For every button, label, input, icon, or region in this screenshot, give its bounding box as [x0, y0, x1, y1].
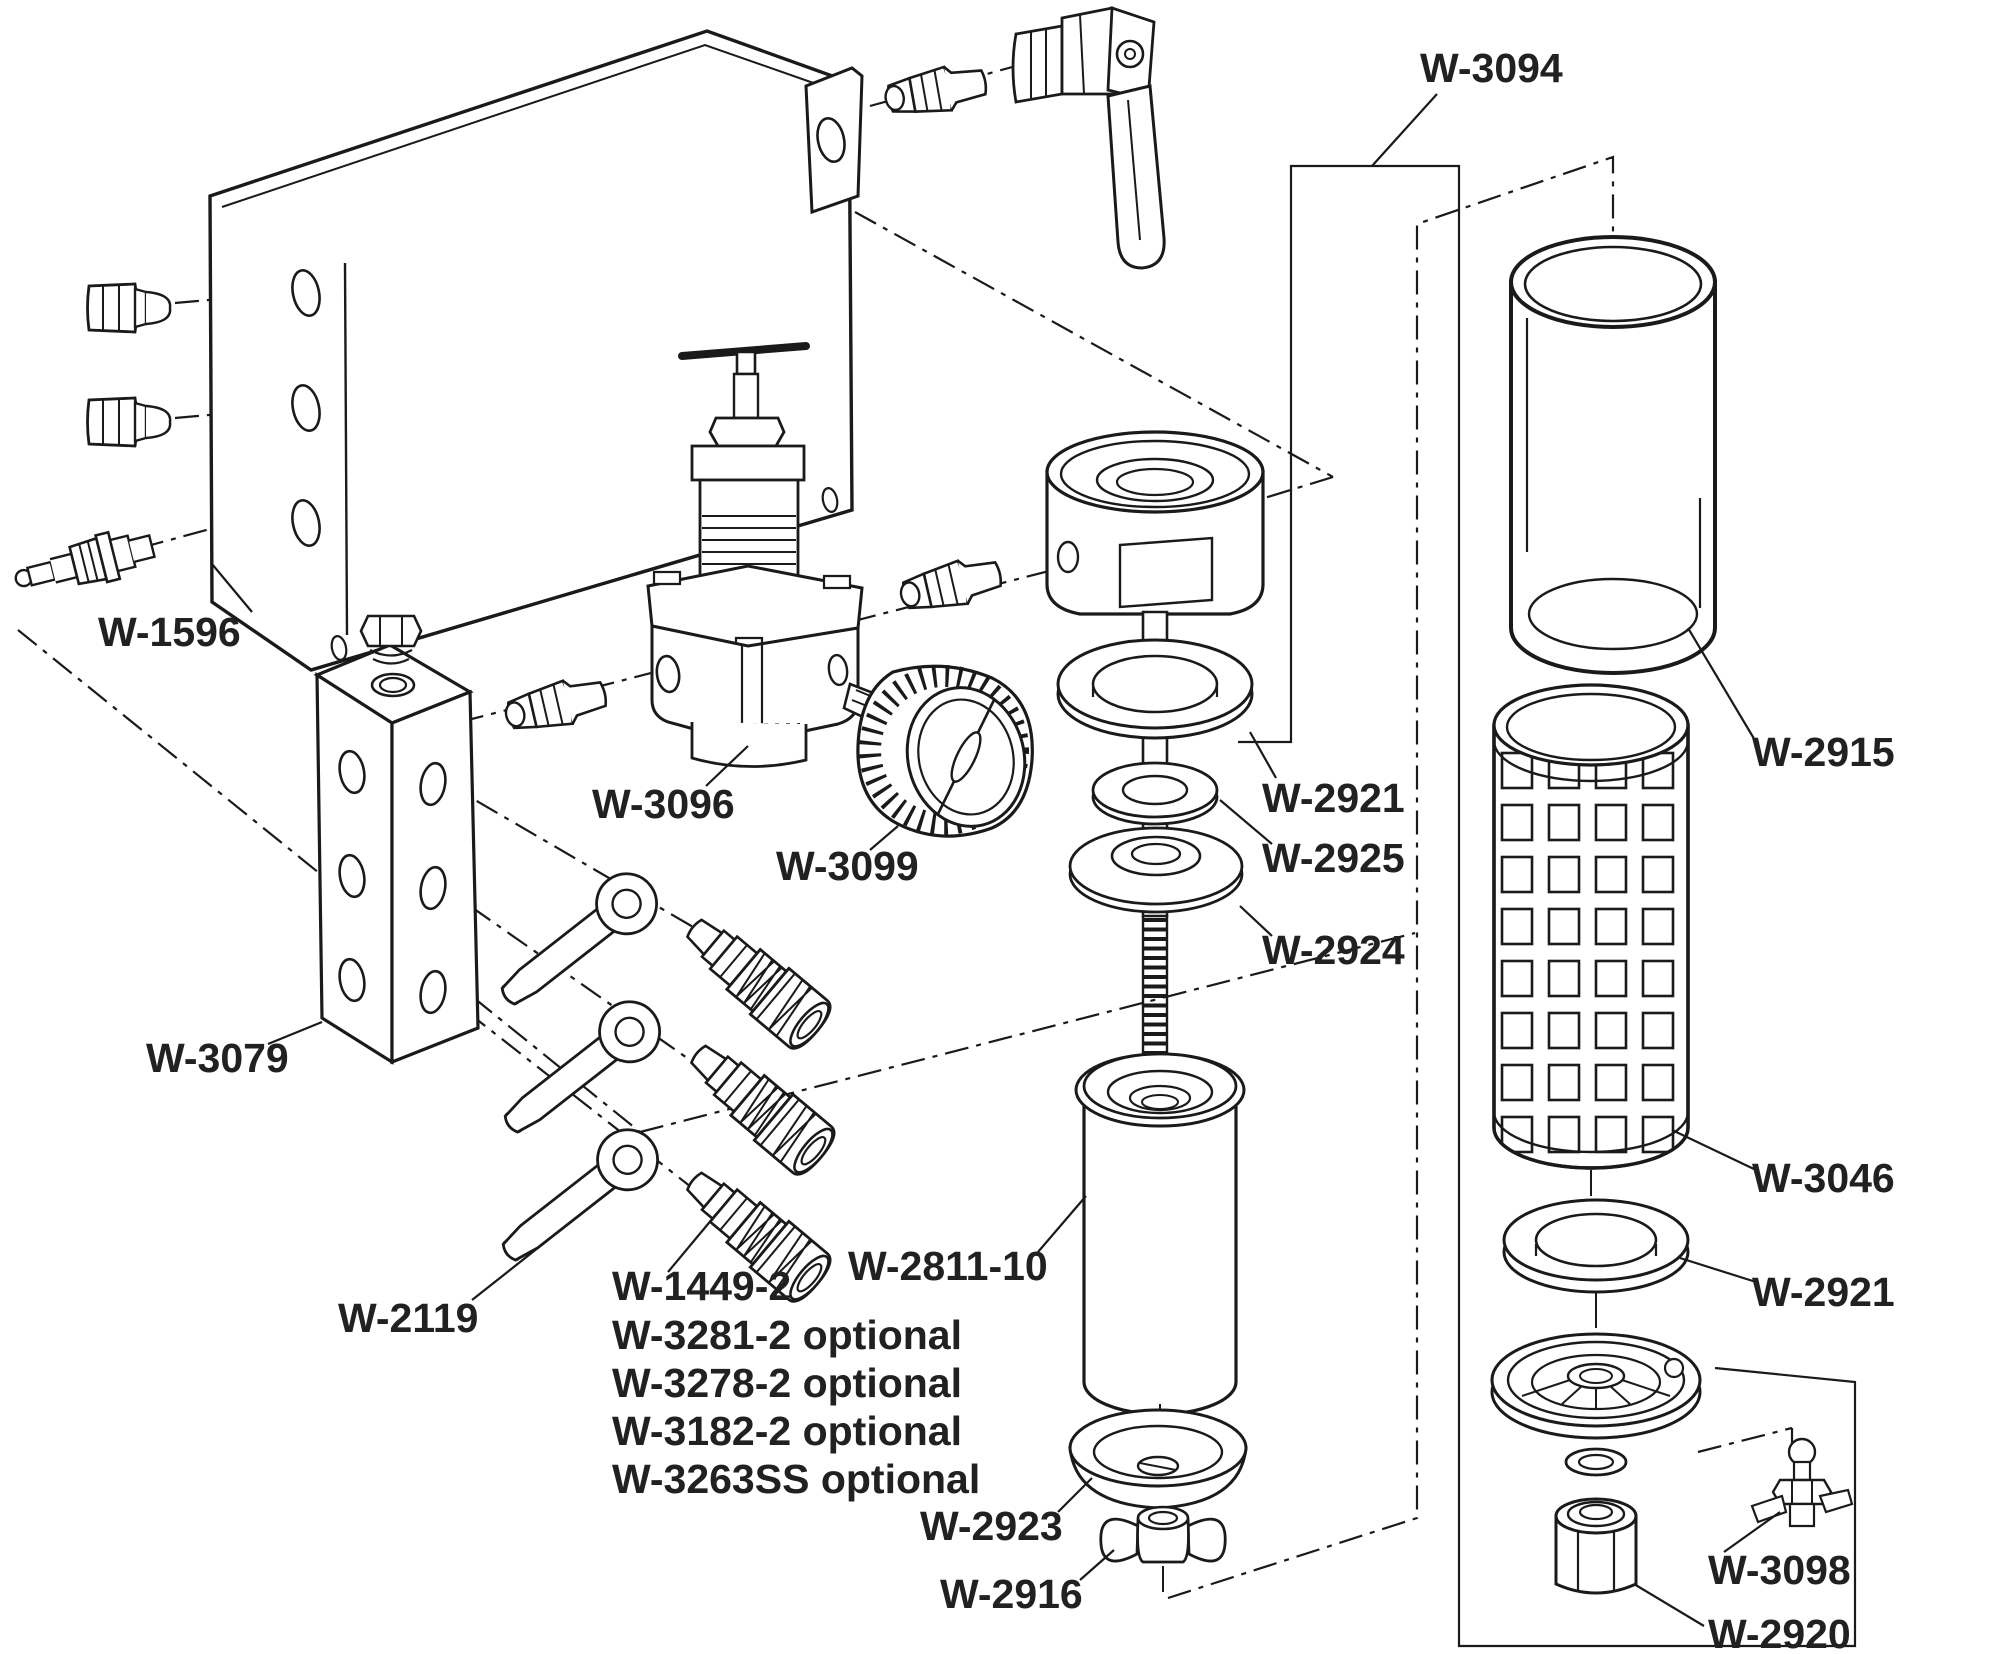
- label-w3278-2: W-3278-2 optional: [612, 1360, 962, 1406]
- nipple-fitting-right: [896, 552, 1004, 618]
- label-w2920: W-2920: [1708, 1611, 1851, 1654]
- fitting-w1596: [14, 530, 156, 588]
- bowl-nut-w2920: [1554, 1497, 1638, 1595]
- manifold-block: [313, 643, 480, 1065]
- washer-w2924-cone: [1068, 826, 1244, 914]
- bracket-flange-hole: [330, 635, 348, 661]
- label-w2925: W-2925: [1262, 835, 1405, 881]
- label-w2811-10: W-2811-10: [848, 1243, 1048, 1289]
- nipple-fitting-left: [501, 672, 609, 738]
- label-w2119: W-2119: [338, 1295, 478, 1341]
- wing-nut-w2916: [1099, 1505, 1227, 1564]
- label-w2916: W-2916: [940, 1571, 1083, 1617]
- head-boss: [1118, 536, 1214, 609]
- head-side-port: [1056, 540, 1080, 574]
- label-w3099: W-3099: [776, 843, 919, 889]
- label-w3079: W-3079: [146, 1035, 289, 1081]
- baffle-plate: [1490, 1332, 1702, 1440]
- label-w2915: W-2915: [1752, 729, 1895, 775]
- label-w3098: W-3098: [1708, 1547, 1851, 1593]
- label-w1596: W-1596: [98, 609, 241, 655]
- label-w3281-2: W-3281-2 optional: [612, 1312, 962, 1358]
- manifold-top-plug: [359, 614, 423, 665]
- label-w3096: W-3096: [592, 781, 735, 827]
- coupler-1: [674, 904, 837, 1054]
- label-w3263ss: W-3263SS optional: [612, 1456, 980, 1502]
- o-ring: [1564, 1447, 1628, 1477]
- bracket-corner-hole: [821, 487, 839, 513]
- hex-plug-top: [88, 284, 171, 332]
- label-w1449-2: W-1449-2: [612, 1263, 791, 1309]
- label-leaders: [211, 93, 1781, 1627]
- strainer-basket-w3046: [1492, 683, 1690, 1170]
- pressure-gauge: [842, 664, 1034, 838]
- link-w2119-2: [491, 990, 672, 1150]
- washer-w2925: [1091, 761, 1219, 826]
- bracket-ear: [804, 66, 864, 215]
- label-w2924: W-2924: [1262, 927, 1405, 973]
- link-w2119-1: [488, 862, 669, 1022]
- mounting-bracket: [208, 29, 864, 672]
- washer-w2921-mid: [1056, 638, 1254, 740]
- drain-cock-w3098: [1750, 1437, 1854, 1528]
- coupler-2: [678, 1030, 841, 1180]
- link-w2119-3: [489, 1118, 670, 1278]
- regulator-left-port: [655, 654, 681, 694]
- bottom-plate-w2923: [1068, 1408, 1248, 1510]
- label-w2921-mid: W-2921: [1262, 775, 1405, 821]
- filter-head-cap: [1045, 430, 1265, 616]
- pressure-regulator: [646, 342, 864, 768]
- label-w3182-2: W-3182-2 optional: [612, 1408, 962, 1454]
- regulator-right-port: [827, 653, 849, 687]
- part-labels: W-3094 W-1596 W-3096 W-3099 W-3079 W-211…: [98, 45, 1895, 1654]
- bracket-ear-hole: [816, 117, 846, 163]
- label-w2923: W-2923: [920, 1503, 1063, 1549]
- hex-plug-bottom: [88, 398, 171, 446]
- valve-lever: [1106, 84, 1166, 270]
- filter-element-w2811: [1074, 1052, 1246, 1416]
- label-w3094: W-3094: [1420, 45, 1563, 91]
- filter-bowl-w2915: [1509, 235, 1717, 675]
- assembly-callout-frame: [1238, 164, 1857, 1648]
- label-w3046: W-3046: [1752, 1155, 1895, 1201]
- washer-w2921-right: [1502, 1198, 1690, 1294]
- nipple-fitting-top: [882, 60, 989, 121]
- ball-valve: [1011, 6, 1166, 270]
- label-w2921-right: W-2921: [1752, 1269, 1895, 1315]
